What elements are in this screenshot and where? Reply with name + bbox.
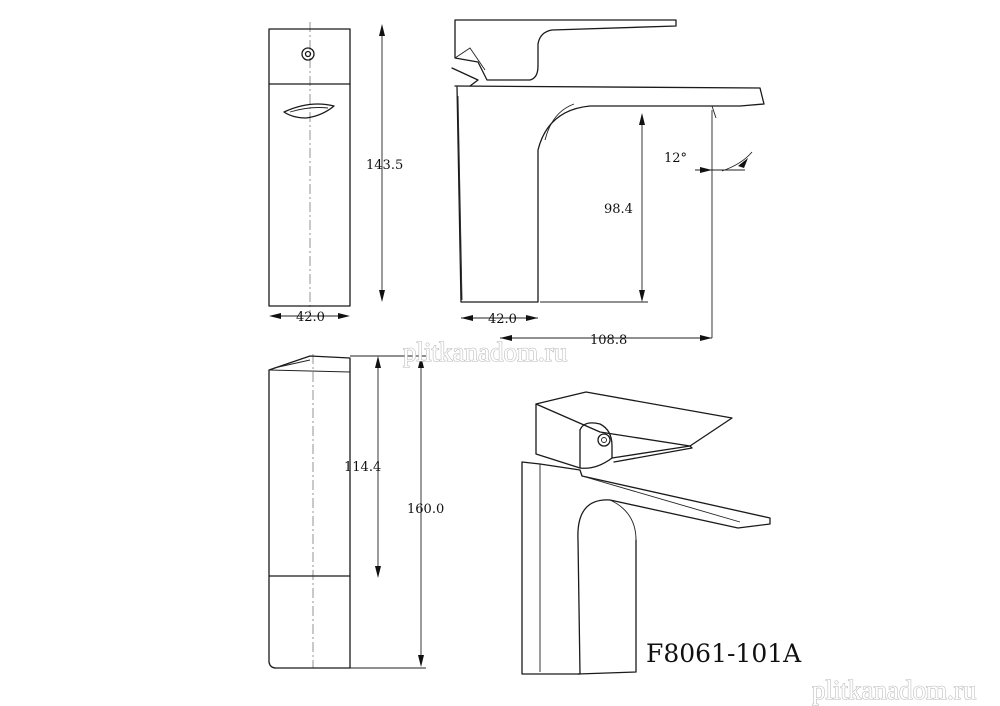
dim-total-height: 160.0 [350, 355, 444, 669]
isometric-view [521, 391, 771, 675]
body-height-label: 114.4 [344, 460, 381, 475]
side-base-label: 42.0 [488, 312, 517, 327]
front-width-label: 42.0 [296, 310, 325, 325]
side-length-label: 108.8 [590, 333, 627, 348]
watermark-corner: plitkanadom.ru [812, 675, 977, 705]
dim-front-height: 143.5 [366, 24, 403, 302]
lever-angle-label: 12° [664, 151, 687, 166]
dim-body-height: 114.4 [344, 356, 381, 578]
dim-side-length: 108.8 [500, 333, 712, 348]
front-height-label: 143.5 [366, 158, 403, 173]
dim-spout-height: 98.4 [540, 113, 648, 303]
side-view [451, 19, 765, 303]
front-view [268, 22, 351, 312]
top-view [268, 354, 351, 669]
model-number: F8061-101A [646, 639, 802, 668]
watermark-center: plitkanadom.ru [403, 337, 568, 367]
total-height-label: 160.0 [407, 502, 444, 517]
dim-side-base: 42.0 [461, 312, 538, 327]
spout-height-label: 98.4 [604, 202, 633, 217]
dim-front-width: 42.0 [269, 310, 350, 325]
dim-lever-angle: 12° [664, 110, 753, 338]
